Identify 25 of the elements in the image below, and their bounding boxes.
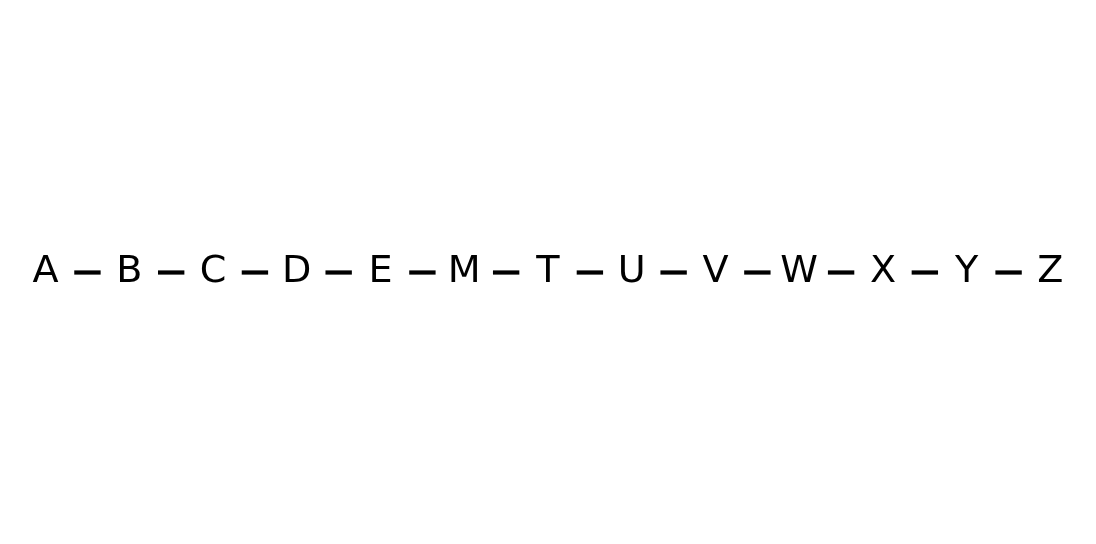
connector xyxy=(911,269,939,275)
node-text: E xyxy=(368,246,393,291)
node-text: B xyxy=(116,246,143,291)
node-text: Z xyxy=(1037,246,1064,291)
connector xyxy=(995,269,1022,275)
node-text: Y xyxy=(955,246,979,291)
connector xyxy=(158,269,185,275)
connector xyxy=(409,269,436,275)
connector xyxy=(827,269,855,275)
node-text: X xyxy=(869,246,897,291)
node-text: M xyxy=(447,246,481,291)
connector xyxy=(576,269,604,275)
node-text: T xyxy=(536,246,560,291)
connector xyxy=(325,269,352,275)
node-text: W xyxy=(780,246,819,291)
connector xyxy=(744,269,771,275)
connector xyxy=(241,269,269,275)
node-text: C xyxy=(199,246,227,291)
node-text: V xyxy=(702,246,729,291)
connector xyxy=(492,269,520,275)
node-text: A xyxy=(32,246,59,291)
connector xyxy=(660,269,687,275)
node-text: U xyxy=(617,246,646,291)
node-text: D xyxy=(282,246,312,291)
connector xyxy=(74,269,101,275)
